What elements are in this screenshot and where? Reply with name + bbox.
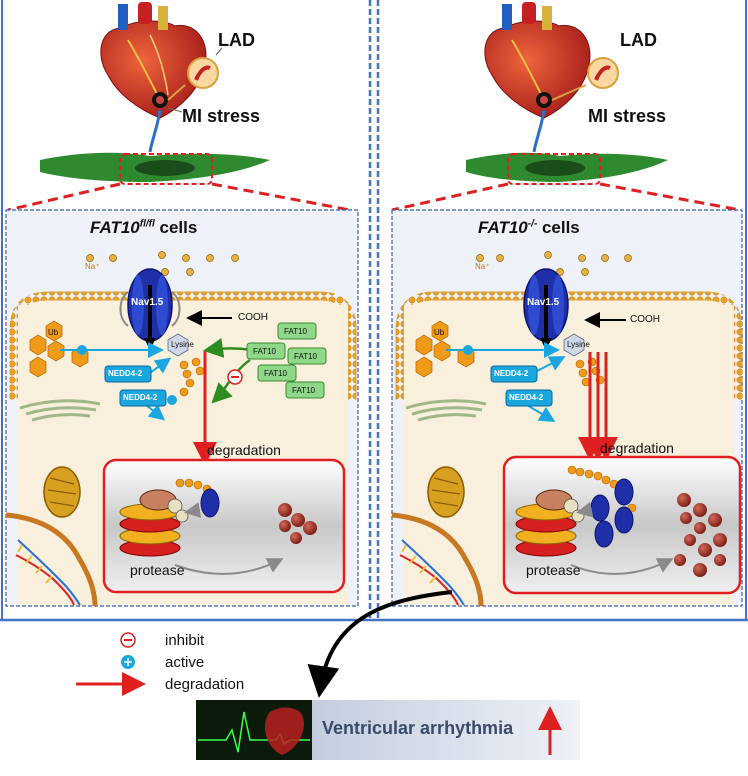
left-tissue-strip [40, 152, 270, 185]
fat10-tag-2 [246, 342, 286, 360]
right-nav15-channel [523, 268, 569, 350]
right-nucleus-edge [391, 512, 484, 607]
legend [76, 632, 146, 696]
left-cell-title-suffix: cells [154, 218, 198, 237]
left-mi-stress-label: MI stress [182, 106, 261, 126]
heart-icon [265, 707, 304, 755]
right-cell-title-gene: FAT10 [478, 218, 528, 237]
right-active-dot-1 [463, 345, 473, 355]
left-nav15-fragment [200, 488, 220, 518]
left-fat10-tags [246, 322, 327, 399]
left-cooh-label: COOH [238, 312, 268, 323]
right-protease-label: protease [526, 562, 581, 578]
right-zoom-line-right [599, 182, 741, 212]
right-degradation-label: degradation [600, 440, 674, 456]
right-na-label: Na⁺ [475, 262, 490, 271]
right-cell-title: FAT10-/- cells [478, 218, 580, 238]
left-degradation-label: degradation [207, 442, 281, 458]
left-fat10-label-3: FAT10 [294, 352, 317, 361]
left-panel [5, 2, 359, 607]
right-golgi [405, 399, 487, 422]
right-nedd-label-1: NEDD4-2 [494, 369, 529, 378]
left-lad-magnifier [187, 57, 219, 89]
left-protease-label: protease [130, 562, 185, 578]
right-mi-stress-label: MI stress [588, 106, 667, 126]
left-heart-illustration [100, 2, 207, 153]
left-lad-label: LAD [218, 30, 255, 50]
right-panel [391, 2, 743, 607]
left-dna [15, 539, 81, 606]
outcome-label: Ventricular arrhythmia [322, 718, 514, 738]
legend-inhibit-label: inhibit [165, 632, 205, 649]
outcome-arrow [307, 590, 453, 698]
left-nav15-label: Nav1.5 [131, 297, 164, 308]
right-protease-arrow [570, 558, 674, 575]
left-nedd-label-1: NEDD4-2 [108, 369, 143, 378]
right-nedd-boxes [490, 365, 553, 407]
left-ub-cluster [29, 320, 89, 378]
right-ub-label: Ub [434, 328, 445, 337]
legend-degradation-label: degradation [165, 676, 245, 693]
left-nedd-label-2: NEDD4-2 [123, 393, 158, 402]
right-cell-title-suffix: cells [537, 218, 580, 237]
right-heart-illustration [484, 2, 591, 153]
fat10-tag-4 [257, 364, 297, 382]
right-dna [399, 539, 465, 606]
arrhythmia-label-bg [312, 700, 580, 760]
right-nedd-label-2: NEDD4-2 [509, 393, 544, 402]
right-ub-cluster [415, 320, 475, 378]
right-tissue-strip [466, 152, 668, 185]
fat10-tag-1 [277, 322, 317, 340]
left-fat10-label-5: FAT10 [292, 386, 315, 395]
right-cell-title-super: -/- [527, 218, 538, 230]
left-active-dot-2 [167, 395, 177, 405]
left-cell-title-gene: FAT10 [90, 218, 140, 237]
left-fat10-label-4: FAT10 [264, 369, 287, 378]
right-lad-magnifier [587, 57, 619, 89]
fat10-tag-3 [287, 347, 327, 365]
left-fat10-label-1: FAT10 [284, 327, 307, 336]
right-zoom-line-left [391, 182, 509, 212]
right-lysine-label: Lysine [567, 340, 590, 349]
right-na-ions [476, 251, 632, 276]
left-proteasome [119, 489, 189, 557]
left-lysine-label: Lysine [171, 340, 194, 349]
left-fat10-label-2: FAT10 [253, 347, 276, 356]
fat10-tag-5 [285, 381, 325, 399]
left-zoom-line-left [7, 182, 121, 212]
left-nedd-boxes [104, 365, 167, 407]
right-mitochondrion [427, 466, 465, 518]
left-golgi [19, 399, 101, 422]
left-mitochondrion [43, 466, 81, 518]
left-peptide-fragments [278, 503, 317, 544]
left-na-label: Na⁺ [85, 262, 100, 271]
left-cell-title-super: fl/fl [139, 218, 155, 230]
left-zoom-line-right [211, 182, 351, 212]
legend-active-label: active [165, 654, 205, 671]
right-proteasome [515, 489, 585, 557]
left-cell-title: FAT10fl/fl cells [90, 218, 197, 238]
left-active-dot-1 [77, 345, 87, 355]
right-lysine-hexagon [563, 333, 585, 357]
left-ub-label: Ub [48, 328, 59, 337]
outcome-box [196, 700, 580, 760]
right-nav15-label: Nav1.5 [527, 297, 560, 308]
left-ub-chain [179, 357, 205, 397]
left-nucleus-edge [5, 512, 98, 607]
left-na-ions [86, 251, 239, 276]
right-nav15-fragments [590, 478, 634, 548]
left-nav15-channel [119, 268, 181, 350]
right-cooh-label: COOH [630, 314, 660, 325]
left-lysine-hexagon [167, 333, 189, 357]
right-lad-label: LAD [620, 30, 657, 50]
left-protease-arrow [174, 558, 284, 575]
right-peptide-fragments [674, 493, 727, 577]
